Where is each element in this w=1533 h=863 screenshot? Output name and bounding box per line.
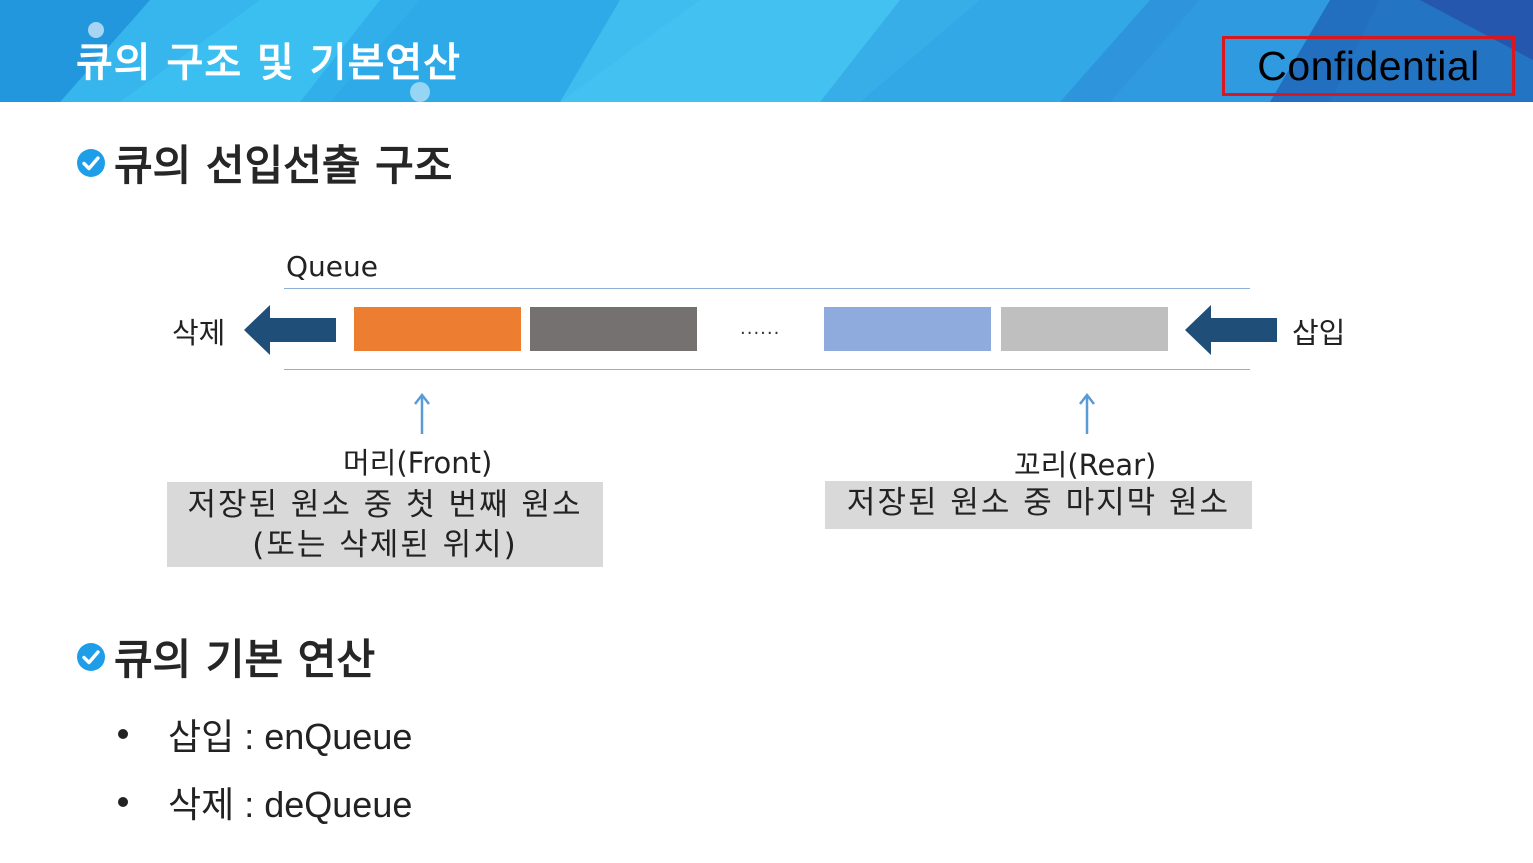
queue-box-rear [1001,307,1168,351]
queue-ellipsis: ...... [740,318,781,339]
section-heading-text: 큐의 선입선출 구조 [114,141,453,190]
section-heading-operations: 큐의 기본 연산 [76,626,375,687]
front-label: 머리(Front) [343,446,493,480]
list-item: 삽입 : enQueue [118,700,412,768]
rear-pointer-arrow-icon [1079,392,1095,434]
header-background [0,0,1533,102]
section-heading-fifo: 큐의 선입선출 구조 [76,132,452,193]
bullet-icon [118,797,128,807]
insert-label: 삽입 [1292,316,1346,350]
slide-title: 큐의 구조 및 기본연산 [76,40,461,86]
list-item-text: 삭제 : deQueue [168,784,413,825]
front-description-line2: (또는 삭제된 위치) [252,527,518,563]
queue-bottom-line [284,369,1250,370]
queue-box-second [530,307,697,351]
list-item-text: 삽입 : enQueue [168,716,413,757]
queue-box-front [354,307,521,351]
queue-top-line [284,288,1250,289]
confidential-badge: Confidential [1222,36,1515,96]
front-description: 저장된 원소 중 첫 번째 원소 (또는 삭제된 위치) [167,482,603,567]
check-circle-icon [77,642,105,671]
bullet-icon [118,729,128,739]
front-description-line1: 저장된 원소 중 첫 번째 원소 [187,487,583,523]
rear-description: 저장된 원소 중 마지막 원소 [825,481,1252,529]
delete-arrow-icon [244,305,336,355]
check-circle-icon [77,148,105,177]
queue-box-second-last [824,307,991,351]
front-pointer-arrow-icon [414,392,430,434]
insert-arrow-icon [1185,305,1277,355]
section-heading-text: 큐의 기본 연산 [114,635,376,684]
delete-label: 삭제 [172,316,226,350]
operations-list: 삽입 : enQueue 삭제 : deQueue [118,700,412,836]
queue-label: Queue [286,250,378,283]
header-banner: 큐의 구조 및 기본연산 Confidential [0,0,1533,102]
rear-label: 꼬리(Rear) [1014,448,1157,482]
list-item: 삭제 : deQueue [118,768,412,836]
